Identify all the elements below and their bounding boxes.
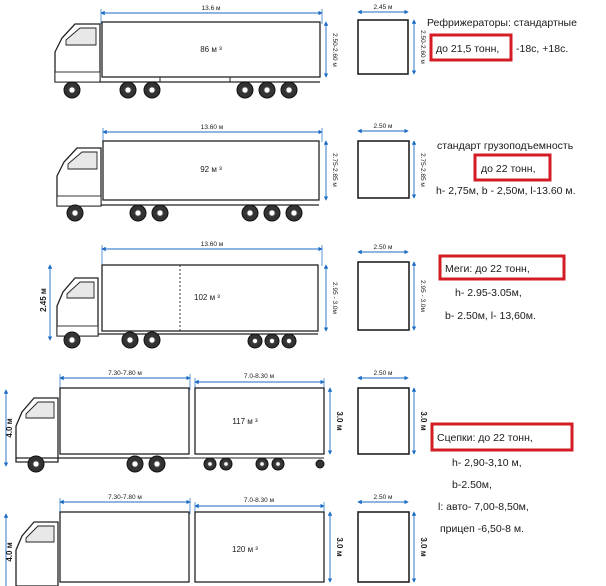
volume-label: 117 м ³ [232, 417, 258, 426]
capacity-highlight-box [473, 153, 552, 182]
cross-section [357, 511, 410, 583]
volume-label: 102 м ³ [194, 293, 220, 302]
wheels [66, 204, 303, 222]
capacity-highlight-box [438, 254, 566, 281]
length-label: 13.6 м [202, 5, 221, 12]
volume-label: 120 м ³ [232, 545, 258, 554]
wheels [63, 81, 298, 99]
trailer-body [102, 140, 320, 201]
standard-note: стандарт грузоподъемность [437, 140, 574, 152]
section-width-label: 2.50 м [374, 494, 393, 501]
length-label: 13.60 м [201, 241, 224, 248]
trailer-length-note: прицеп -6,50-8 м. [440, 523, 524, 535]
trailer-body [194, 511, 325, 583]
trailer-body [101, 21, 321, 78]
section-width-label: 2.45 м [374, 4, 393, 11]
auto-length-note: l: авто- 7,00-8,50м, [438, 501, 529, 513]
trailer-body [101, 264, 319, 332]
section-height-label: 2.95 - 3.0м [419, 280, 426, 312]
volume-label: 92 м ³ [200, 165, 222, 174]
capacity-highlight: до 22 тонн, [481, 163, 536, 175]
height-label: 2.50-2.60 м [331, 33, 338, 67]
section-height-label: 2.50-2.60 м [419, 30, 426, 64]
row-trailer-2: 7.30-7.80 м 7.0-8.30 м 4.0 м 120 м ³ 3.0… [3, 494, 529, 586]
capacity-highlight: до 21,5 тонн, [436, 43, 499, 55]
tractor-height-label: 2.45 м [39, 288, 48, 312]
width-note: b-2.50м, [452, 479, 492, 491]
wheels [63, 331, 297, 349]
capacity-highlight: Сцепки: до 22 тонн, [437, 432, 533, 444]
section-width-label: 2.50 м [374, 123, 393, 130]
dimensions-note: h- 2,75м, b - 2,50м, l-13.60 м. [436, 185, 576, 197]
row-mega: 13.60 м 102 м ³ 2.95 - 3.0м 2.45 м 2.50 … [39, 241, 566, 349]
section-height-label: 3.0 м [419, 411, 428, 430]
height-label: 3.0 м [335, 537, 344, 556]
height-note: h- 2.95-3.05м, [455, 287, 522, 299]
left-height-label: 4.0 м [5, 542, 14, 561]
row-refrigerator: 13.6 м 86 м ³ 2.50-2.60 м 2.45 м 2.50-2.… [54, 4, 577, 99]
length-label: 13.60 м [201, 124, 224, 131]
cross-section [357, 19, 409, 75]
trailer-length-label: 7.0-8.30 м [244, 373, 275, 380]
refrigerator-note: Рефрижераторы: стандартные [427, 17, 577, 29]
wheels [27, 455, 325, 473]
width-length-note: b- 2.50м, l- 13,60м. [445, 310, 536, 322]
section-width-label: 2.50 м [374, 370, 393, 377]
height-label: 3.0 м [335, 411, 344, 430]
truck-length-label: 7.30-7.80 м [108, 494, 142, 501]
cross-section [357, 261, 410, 331]
height-note: h- 2,90-3,10 м, [452, 457, 522, 469]
volume-label: 86 м ³ [200, 45, 222, 54]
section-height-label: 2.75-2.85 м [419, 153, 426, 187]
cross-section [357, 387, 410, 455]
height-label: 2.75-2.85 м [331, 153, 338, 187]
left-height-label: 4.0 м [5, 418, 14, 437]
trailer-body [194, 387, 325, 455]
truck-body [59, 387, 190, 455]
capacity-highlight-box [430, 422, 574, 452]
row-standard: 13.60 м 92 м ³ 2.75-2.85 м 2.50 м 2.75-2… [56, 123, 576, 222]
truck-length-label: 7.30-7.80 м [108, 370, 142, 377]
truck-body [59, 511, 190, 583]
section-width-label: 2.50 м [374, 244, 393, 251]
capacity-highlight: Меги: до 22 тонн, [445, 263, 530, 275]
section-height-label: 3.0 м [419, 537, 428, 556]
height-label: 2.95 - 3.0м [331, 282, 338, 314]
cross-section [357, 140, 410, 199]
temperature-note: -18с, +18с. [516, 43, 568, 55]
row-trailer-1: 7.30-7.80 м 7.0-8.30 м 4.0 м 117 м ³ 3.0… [3, 370, 574, 491]
trailer-length-label: 7.0-8.30 м [244, 497, 275, 504]
capacity-highlight-box [429, 33, 513, 62]
